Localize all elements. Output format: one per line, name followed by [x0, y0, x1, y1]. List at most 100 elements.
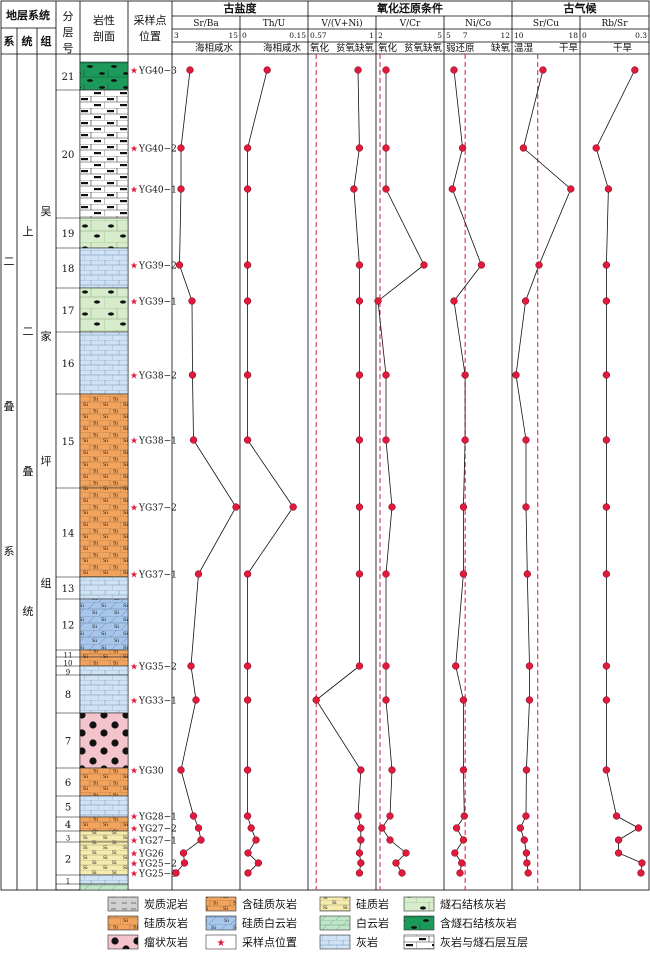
data-point [243, 144, 252, 152]
legend-label: 灰岩 [356, 935, 378, 949]
data-point [243, 371, 252, 379]
data-point [312, 696, 320, 704]
data-point [188, 371, 197, 379]
tong-header: 统 [22, 34, 33, 48]
zu-header: 组 [41, 34, 52, 48]
data-point [631, 66, 639, 74]
data-point [357, 766, 365, 774]
data-point [177, 766, 185, 774]
data-point [382, 66, 390, 74]
data-point [354, 66, 362, 74]
data-point [520, 836, 528, 844]
data-point [382, 662, 390, 670]
layer-number-16: 16 [62, 359, 75, 370]
data-point [254, 859, 263, 867]
sample-label: YG39−1 [138, 298, 177, 308]
data-point [355, 849, 364, 857]
panel-tick-label: 15 [228, 31, 238, 40]
panel-note: 温湿 [514, 43, 534, 54]
data-point [614, 849, 623, 857]
layer-number-17: 17 [62, 306, 75, 317]
sample-star: ★ [130, 663, 138, 673]
legend-label: 含燧石结核灰岩 [440, 916, 517, 930]
litho-layer-21 [79, 61, 129, 91]
layer-header: 分层号 [63, 10, 74, 55]
zu-char: 组 [41, 576, 52, 590]
sample-label: YG39−2 [138, 262, 177, 272]
sample-label: YG37−2 [138, 504, 177, 514]
litho-layer-base [79, 883, 129, 891]
data-point [461, 436, 469, 444]
panel-tick-label: 12 [500, 31, 510, 40]
data-point [521, 297, 530, 305]
data-point [392, 859, 400, 867]
legend: 炭质泥岩含硅质灰岩硅质岩燧石结核灰岩硅质灰岩硅质白云岩白云岩含燧石结核灰岩瘤状灰… [107, 896, 528, 950]
legend-swatch [205, 896, 237, 912]
legend-swatch [205, 934, 237, 950]
data-point [382, 185, 390, 193]
data-point [175, 261, 184, 269]
sample-label: YG25−1 [138, 870, 177, 880]
data-point [355, 297, 364, 305]
panel-tick-label: 1 [369, 31, 374, 40]
data-point [378, 824, 386, 832]
layer-number-4: 4 [65, 820, 71, 831]
data-point [263, 66, 271, 74]
data-point [357, 859, 365, 867]
sample-star: ★ [130, 504, 138, 514]
sample-label: YG28−1 [138, 813, 177, 823]
litho-layer-4 [79, 816, 129, 832]
sample-header-line: 位置 [139, 29, 161, 43]
sample-star: ★ [130, 870, 138, 880]
layer-number-1: 1 [66, 878, 70, 886]
data-point [247, 824, 255, 832]
layer-number-8: 8 [65, 690, 71, 701]
panel-tick-label: 18 [568, 31, 578, 40]
litho-layer-16 [79, 331, 129, 395]
litho-header-line: 岩性 [93, 13, 115, 27]
layer-header-text-char: 分 [63, 10, 74, 23]
sample-header: 采样点位置 [134, 13, 167, 43]
panel-note: 氧化 [310, 42, 330, 54]
data-point [243, 297, 252, 305]
data-point [402, 849, 410, 857]
litho-layer-14 [79, 487, 129, 578]
tong-char: 二 [23, 325, 34, 338]
data-point [350, 185, 358, 193]
sample-star: ★ [130, 837, 138, 847]
data-point [452, 824, 461, 832]
panel-note: 缺氧 [491, 42, 511, 54]
litho-header-line: 剖面 [93, 29, 115, 43]
data-point [186, 66, 194, 74]
zu-char: 吴 [41, 205, 52, 218]
data-point [602, 696, 611, 704]
data-point [243, 261, 252, 269]
data-point [194, 824, 203, 832]
legend-label: 灰岩与燧石层互层 [440, 935, 528, 949]
layer-number-19: 19 [62, 229, 75, 240]
data-point [386, 836, 394, 844]
sample-star: ★ [130, 850, 138, 860]
data-point [357, 836, 365, 844]
legend-swatch [107, 896, 139, 912]
data-point [355, 436, 364, 444]
data-point [602, 766, 611, 774]
data-point [525, 662, 534, 670]
sample-star: ★ [130, 186, 138, 196]
data-point [522, 766, 531, 774]
litho-layer-17 [79, 287, 129, 333]
data-point [612, 812, 621, 820]
sample-star: ★ [130, 813, 138, 823]
xi-char: 叠 [4, 400, 15, 413]
data-point [388, 503, 396, 511]
data-point [634, 824, 643, 832]
sample-star: ★ [130, 571, 138, 581]
sample-label: YG27−1 [138, 837, 177, 847]
layer-number-14: 14 [62, 529, 75, 540]
series-line [595, 69, 643, 874]
litho-layer-12 [79, 598, 129, 651]
